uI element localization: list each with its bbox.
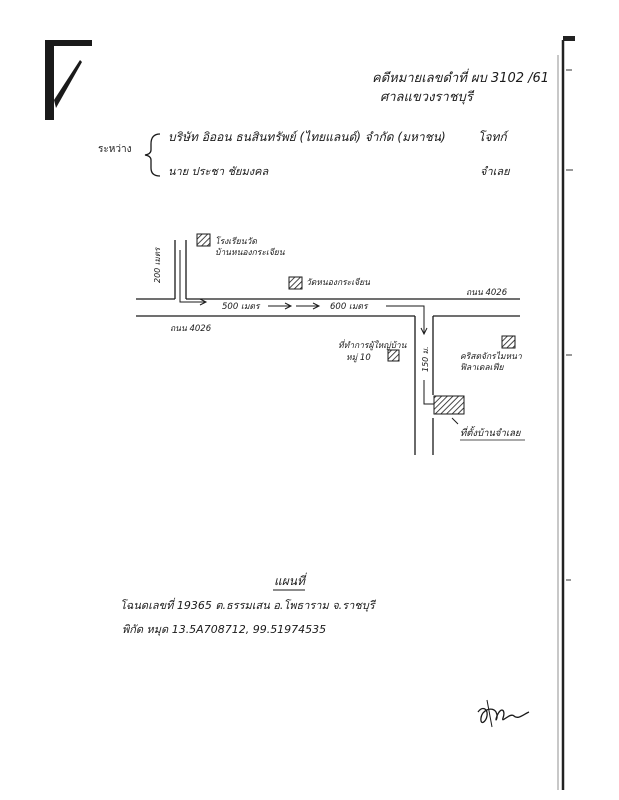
plaintiff-role: โจทก์ — [478, 130, 510, 144]
landmark-school-label-2: บ้านหนองกระเจียน — [215, 247, 285, 258]
coords-line: พิกัด หมุด 13.5A708712, 99.51974535 — [122, 623, 326, 636]
scan-corner-tail — [54, 60, 82, 108]
defendant-home-box — [433, 395, 465, 415]
scan-right-hooks — [566, 69, 573, 581]
route-arrow-east-3 — [386, 305, 425, 333]
dist-500-label: 500 เมตร — [222, 302, 261, 312]
parties-brace — [144, 133, 161, 177]
dist-150-label: 150 ม. — [421, 346, 430, 372]
landmark-office-box — [387, 349, 400, 362]
landmark-school-box — [196, 233, 211, 247]
landmark-school-label: โรงเรียนวัด — [215, 236, 257, 247]
court-name: ศาลแขวงราชบุรี — [380, 89, 475, 105]
landmark-church-label-2: ฟิลาเดลเฟีย — [460, 362, 505, 373]
landmark-church-label: คริสตจักรไมหนา — [460, 351, 522, 362]
deed-line: โฉนดเลขที่ 19365 ต.ธรรมเสน อ.โพธาราม จ.ร… — [120, 597, 377, 612]
defendant-home-label: ที่ตั้งบ้านจำเลย — [460, 425, 522, 439]
case-number: คดีหมายเลขดำที่ ผบ 3102 /61 — [372, 68, 549, 86]
landmark-temple-label: วัดหนองกระเจียน — [306, 277, 370, 288]
signature — [477, 707, 530, 724]
landmark-church-box — [501, 335, 516, 349]
plaintiff-name: บริษัท อิออน ธนสินทรัพย์ (ไทยแลนด์) จำกั… — [168, 130, 446, 144]
route-arrowhead-1 — [199, 298, 208, 306]
location-map: โรงเรียนวัด บ้านหนองกระเจียน วัดหนองกระเ… — [136, 233, 525, 455]
route-arrowhead-4 — [420, 327, 428, 336]
defendant-home-pointer — [451, 417, 459, 425]
route-arrowhead-2 — [284, 302, 293, 310]
defendant-name: นาย ประชา ชัยมงคล — [168, 165, 269, 178]
scan-right-tab — [563, 36, 575, 41]
defendant-role: จำเลย — [480, 165, 511, 178]
route-arrowhead-3 — [312, 302, 321, 310]
road-label-right: ถนน 4026 — [466, 288, 508, 298]
road-label-left: ถนน 4026 — [170, 324, 212, 334]
dist-600-label: 600 เมตร — [330, 302, 369, 312]
dist-200-label: 200 เมตร — [153, 246, 162, 283]
between-label: ระหว่าง — [98, 144, 132, 155]
landmark-office-label-2: หมู่ 10 — [346, 353, 371, 363]
signature-tick — [486, 699, 493, 728]
landmark-temple-box — [288, 276, 303, 290]
scan-corner-mark — [45, 40, 92, 120]
map-title: แผนที่ — [274, 572, 307, 588]
route-arrow-north — [179, 250, 205, 303]
landmark-office-label: ที่ทำการผู้ใหญ่บ้าน — [338, 339, 407, 351]
